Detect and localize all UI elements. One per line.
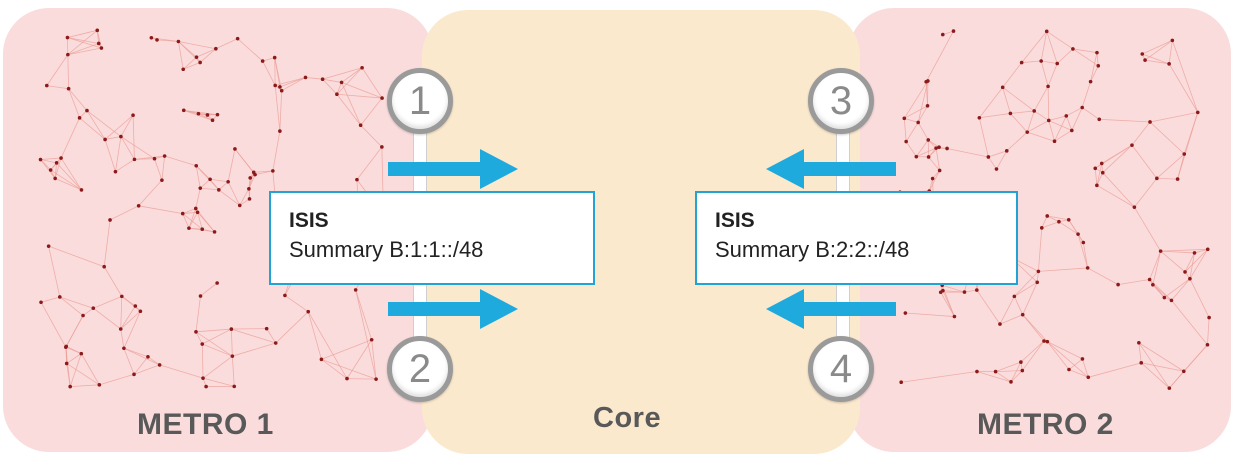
isis-title: ISIS: [715, 209, 755, 232]
node-2-label: 2: [408, 346, 432, 391]
node-1-label: 1: [408, 78, 432, 123]
metro-1-label: METRO 1: [137, 408, 274, 441]
arrow-left-icon: [766, 149, 896, 189]
isis-summary-box-metro2: ISIS Summary B:2:2::/48: [695, 191, 1018, 285]
router-node-3: 3: [808, 68, 874, 134]
router-node-1: 1: [387, 68, 453, 134]
node-4-label: 4: [829, 346, 853, 391]
arrow-left-icon: [766, 289, 896, 329]
summary-prefix: Summary B:2:2::/48: [715, 237, 910, 262]
router-node-2: 2: [387, 336, 453, 402]
arrow-right-icon: [388, 149, 518, 189]
router-node-4: 4: [808, 336, 874, 402]
node-3-label: 3: [829, 78, 853, 123]
core-label: Core: [593, 402, 662, 434]
summary-prefix: Summary B:1:1::/48: [289, 237, 484, 262]
isis-summary-box-metro1: ISIS Summary B:1:1::/48: [269, 191, 595, 285]
metro-2-label: METRO 2: [977, 408, 1114, 441]
isis-title: ISIS: [289, 209, 329, 232]
arrow-right-icon: [388, 289, 518, 329]
